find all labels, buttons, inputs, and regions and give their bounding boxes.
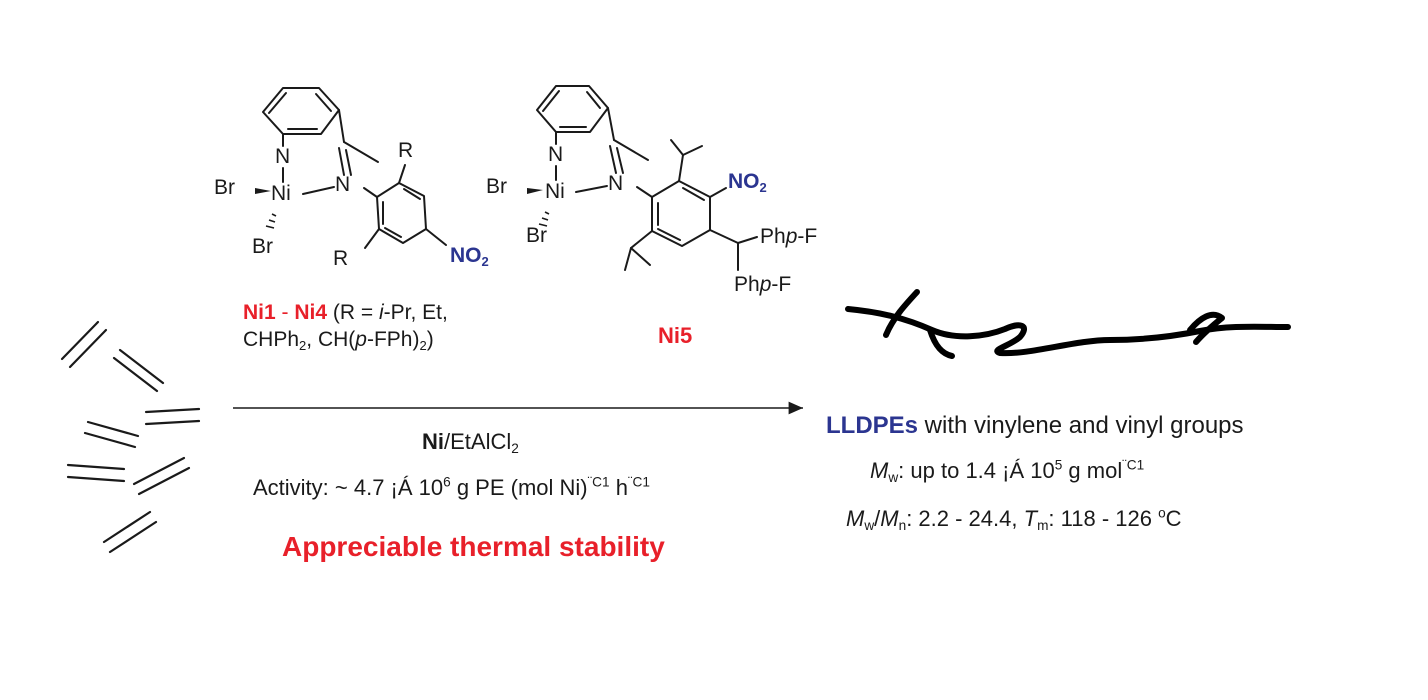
complex1-br-bottom: Br xyxy=(252,235,273,258)
complex2-br-top: Br xyxy=(486,175,507,198)
thermal-stability-highlight: Appreciable thermal stability xyxy=(282,531,665,562)
complex2-ni: Ni xyxy=(545,180,565,203)
activity-text: Activity: ~ 4.7 ¡Á 106 g PE (mol Ni)¨C1 … xyxy=(253,474,650,500)
product-molecular-weight: Mw: up to 1.4 ¡Á 105 g mol¨C1 xyxy=(870,457,1145,486)
catalyst-label: Ni/EtAlCl2 xyxy=(422,429,519,457)
complex2-aryl-substituent-bottom: Php-F xyxy=(734,273,791,297)
complex2-br-wedges xyxy=(527,188,550,227)
product-dispersity-melting: Mw/Mn: 2.2 - 24.4, Tm: 118 - 126 oC xyxy=(846,505,1182,534)
complex1-r-bottom: R xyxy=(333,247,349,270)
ethylene-molecules xyxy=(60,320,201,554)
polymer-chain xyxy=(845,289,1291,359)
complex2-br-bottom: Br xyxy=(526,224,547,247)
complex1-ni: Ni xyxy=(271,182,291,205)
product-title: LLDPEs with vinylene and vinyl groups xyxy=(826,412,1244,439)
complex1-label: Ni1 - Ni4 (R = i-Pr, Et, CHPh2, CH(p-FPh… xyxy=(243,301,448,353)
complex1-n-pyridine: N xyxy=(275,145,291,168)
complex1-r-top: R xyxy=(398,139,414,162)
complex2-aryl-label-1: Php-F xyxy=(760,225,818,248)
complex2-n-pyridine: N xyxy=(548,143,564,166)
complex2-aryl-label-2: Php-F xyxy=(734,273,792,296)
complex2-aryl-substituent-top: Php-F xyxy=(760,225,817,249)
complex1-br-top: Br xyxy=(214,176,235,199)
complex2-nitro-group: NO2 xyxy=(728,170,767,195)
complex2-structure xyxy=(536,85,758,271)
complex1-structure xyxy=(262,87,447,249)
complex2-label: Ni5 xyxy=(658,323,693,348)
complex2-n-imine: N xyxy=(608,172,624,195)
complex1-nitro-group: NO2 xyxy=(450,244,489,269)
complex1-br-wedges xyxy=(255,188,277,229)
complex1-n-imine: N xyxy=(335,173,351,196)
